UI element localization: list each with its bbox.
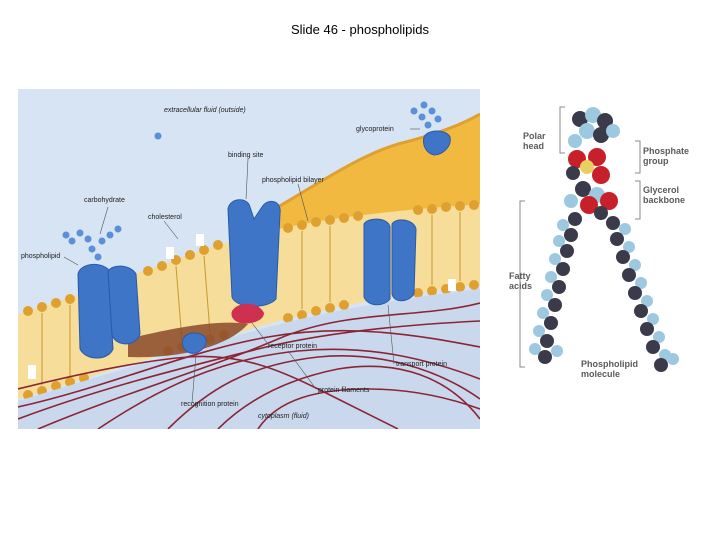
phospholipid-molecule-model: [519, 106, 679, 372]
label-phosphate-group: Phosphate group: [643, 146, 690, 166]
label-protein-filaments: protein filaments: [318, 387, 370, 394]
slide-title: Slide 46 - phospholipids: [290, 22, 430, 37]
label-receptor-protein: receptor protein: [268, 343, 318, 350]
membrane-illustration: [18, 89, 480, 429]
label-fatty-acids: Fatty acids: [509, 271, 533, 291]
label-extracellular-fluid: extracellular fluid (outside): [164, 107, 246, 114]
label-binding-site: binding site: [228, 152, 264, 159]
label-glycoprotein: glycoprotein: [356, 126, 394, 133]
label-phospholipid-bilayer: phospholipid bilayer: [262, 177, 324, 184]
label-cytoplasm: cytoplasm (fluid): [258, 413, 309, 420]
label-carbohydrate: carbohydrate: [84, 197, 125, 204]
cell-membrane-diagram: extracellular fluid (outside) glycoprote…: [18, 89, 480, 429]
phospholipid-molecule-diagram: Polar head Phosphate group Glycerol back…: [505, 101, 703, 388]
label-transport-protein: transport protein: [396, 361, 447, 368]
label-phospholipid: phospholipid: [21, 253, 61, 260]
label-recognition-protein: recognition protein: [181, 401, 239, 408]
label-phospholipid-molecule: Phospholipid molecule: [581, 359, 638, 379]
label-glycerol-backbone: Glycerol backbone: [643, 185, 686, 205]
label-polar-head: Polar head: [523, 131, 546, 151]
label-cholesterol: cholesterol: [148, 214, 182, 221]
